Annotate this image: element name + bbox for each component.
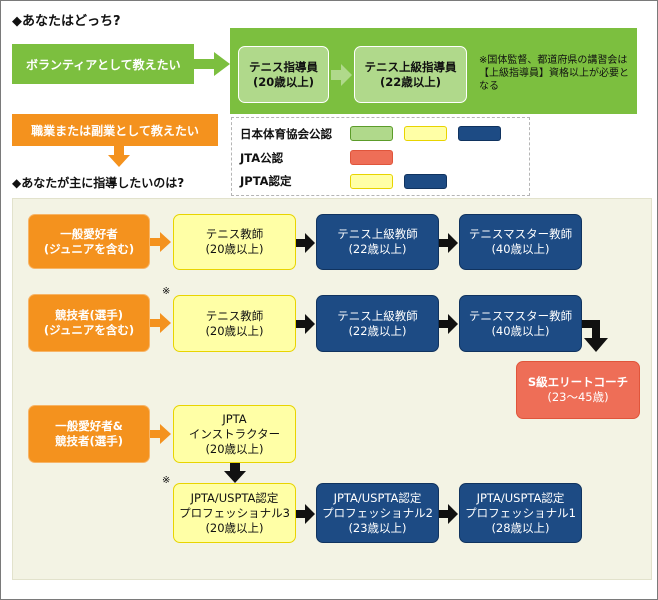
both-arrow-3 [439,504,458,524]
elite-coach-title: S級エリートコーチ [527,375,629,389]
competitor-arrow-1 [150,313,171,333]
tennis-instructor-title: テニス指導員 [249,59,318,74]
competitor-arrow-3 [439,314,458,334]
general-step-1-title: テニス教師 [205,227,264,241]
general-source-line2: (ジュニアを含む) [43,241,135,256]
volunteer-label: ボランティアとして教えたい [12,44,194,84]
general-arrow-2 [296,233,315,253]
competitor-note-mark: ※ [162,286,171,297]
both-source-line2: 競技者(選手) [54,434,123,448]
general-step-2: テニス上級教師 (22歳以上) [316,214,439,270]
both-step-3-line1: JPTA/USPTA認定 [476,490,565,505]
both-note-mark: ※ [162,475,171,486]
competitor-step-3-title: テニスマスター教師 [468,308,573,323]
tennis-instructor-box: テニス指導員 (20歳以上) [238,46,329,103]
competitor-arrow-2 [296,314,315,334]
career-label: 職業または副業として教えたい [12,114,218,146]
competitor-step-2: テニス上級教師 (22歳以上) [316,295,439,352]
instructor-arrow [331,64,352,86]
elite-coach-box: S級エリートコーチ (23〜45歳) [516,361,640,419]
legend-swatch-navy-jpta [404,174,447,189]
competitor-source-box: 競技者(選手) (ジュニアを含む) [28,294,150,352]
question-heading: ◆あなたが主に指導したいのは? [12,176,185,190]
both-source-box: 一般愛好者& 競技者(選手) [28,405,150,463]
both-step-1-line2: プロフェッショナル3 [179,505,290,520]
both-arrow-2 [296,504,315,524]
general-step-3-age: (40歳以上) [491,242,550,256]
jpta-instructor-box: JPTA インストラクター (20歳以上) [173,405,296,463]
general-step-3: テニスマスター教師 (40歳以上) [459,214,582,270]
general-source-box: 一般愛好者 (ジュニアを含む) [28,214,150,269]
general-arrow-3 [439,233,458,253]
competitor-source-line1: 競技者(選手) [54,308,123,322]
legend-jpta-label: JPTA認定 [240,174,292,188]
tennis-instructor-age: (20歳以上) [252,74,314,89]
competitor-step-2-age: (22歳以上) [348,323,407,338]
legend-swatch-yellow-jpta [350,174,393,189]
elite-coach-age: (23〜45歳) [547,390,609,404]
elite-bent-arrow [582,320,608,352]
both-step-2-line2: プロフェッショナル2 [322,505,433,520]
senior-instructor-age: (22歳以上) [379,74,441,89]
legend-swatch-salmon [350,150,393,165]
both-step-2-line1: JPTA/USPTA認定 [333,490,422,505]
jpta-instructor-line1: JPTA [222,411,247,426]
page-title: ◆あなたはどっち? [12,14,121,29]
both-source-line1: 一般愛好者& [55,419,123,433]
both-step-3: JPTA/USPTA認定 プロフェッショナル1 (28歳以上) [459,483,582,543]
competitor-step-1-title: テニス教師 [205,308,264,323]
general-arrow-1 [150,232,171,252]
both-step-2-age: (23歳以上) [348,520,407,535]
competitor-step-3-age: (40歳以上) [491,323,550,338]
senior-instructor-box: テニス上級指導員 (22歳以上) [354,46,467,103]
legend-jta-label: JTA公認 [240,151,284,165]
general-step-2-title: テニス上級教師 [337,227,418,241]
both-step-3-line2: プロフェッショナル1 [465,505,576,520]
both-step-3-age: (28歳以上) [491,520,550,535]
volunteer-note: ※国体監督、都道府県の講習会は【上級指導員】資格以上が必要となる [479,55,629,92]
competitor-step-1: テニス教師 (20歳以上) [173,295,296,352]
volunteer-arrow [192,52,230,76]
both-arrow-1 [150,424,171,444]
general-step-1-age: (20歳以上) [205,242,264,256]
competitor-source-line2: (ジュニアを含む) [43,323,135,337]
legend-swatch-yellow [404,126,447,141]
general-step-3-title: テニスマスター教師 [468,227,573,241]
jpta-instructor-age: (20歳以上) [205,441,264,456]
both-step-2: JPTA/USPTA認定 プロフェッショナル2 (23歳以上) [316,483,439,543]
both-step-1: JPTA/USPTA認定 プロフェッショナル3 (20歳以上) [173,483,296,543]
competitor-step-2-title: テニス上級教師 [337,308,418,323]
competitor-step-1-age: (20歳以上) [205,323,264,338]
both-step-1-age: (20歳以上) [205,520,264,535]
jpta-instructor-line2: インストラクター [188,426,281,441]
legend-swatch-green [350,126,393,141]
both-down-arrow [224,463,246,483]
general-step-1: テニス教師 (20歳以上) [173,214,296,270]
general-step-2-age: (22歳以上) [348,242,407,256]
legend-jasa-label: 日本体育協会公認 [240,127,332,141]
general-source-line1: 一般愛好者 [60,226,118,241]
competitor-step-3: テニスマスター教師 (40歳以上) [459,295,582,352]
career-arrow [108,146,130,167]
senior-instructor-title: テニス上級指導員 [364,59,457,74]
both-step-1-line1: JPTA/USPTA認定 [190,490,279,505]
legend-swatch-navy [458,126,501,141]
